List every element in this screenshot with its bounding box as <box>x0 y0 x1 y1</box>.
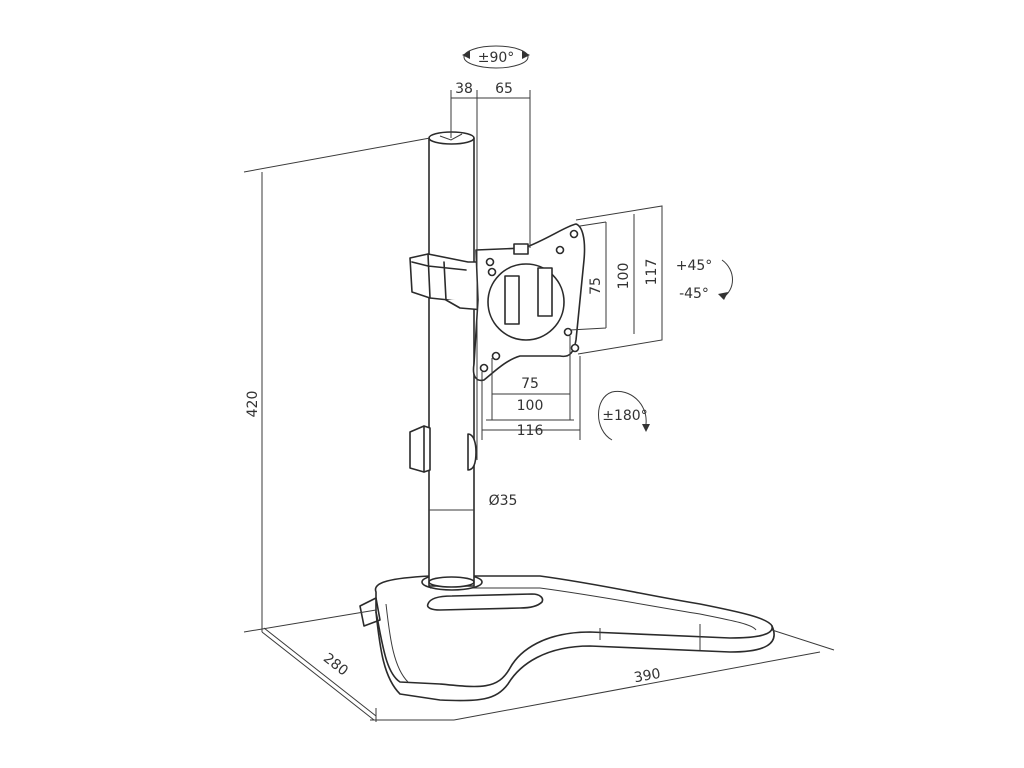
cable-clip <box>409 425 477 473</box>
rotation-arrows <box>462 45 733 441</box>
label-tilt-down: -45° <box>679 286 709 302</box>
label-rotation-top: ±90° <box>478 50 515 66</box>
label-vesa-v-small: 75 <box>588 277 604 295</box>
label-height-total: 420 <box>245 391 261 418</box>
label-base-width: 390 <box>633 666 662 686</box>
label-rotation-plate: ±180° <box>602 408 647 424</box>
label-plate-height: 117 <box>644 259 660 286</box>
label-offset-left: 38 <box>455 81 473 97</box>
dimension-lines <box>243 90 835 722</box>
label-tilt-up: +45° <box>676 258 713 274</box>
label-vesa-h-small: 75 <box>521 376 539 392</box>
vesa-plate <box>472 223 586 382</box>
label-plate-width: 116 <box>517 423 544 439</box>
label-vesa-h-large: 100 <box>517 398 544 414</box>
label-vesa-v-large: 100 <box>616 263 632 290</box>
base <box>359 573 775 702</box>
label-pole-diameter: Ø35 <box>489 493 518 509</box>
pole <box>428 131 475 588</box>
label-offset-right: 65 <box>495 81 513 97</box>
